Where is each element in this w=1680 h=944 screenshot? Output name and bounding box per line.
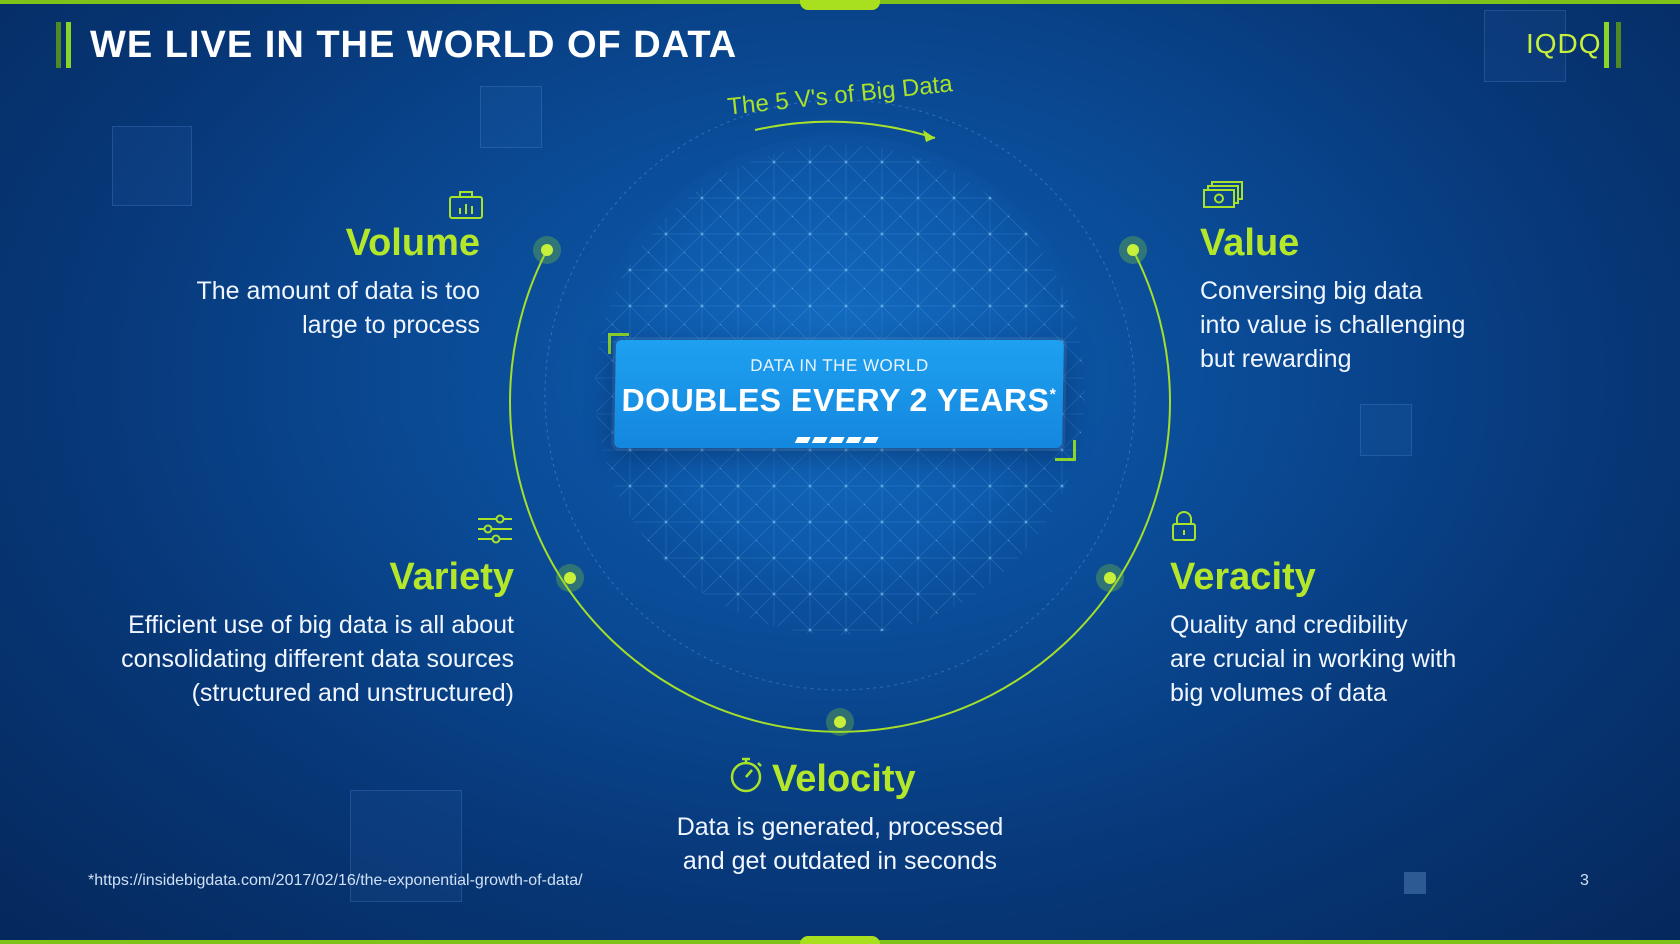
value-title: Value [1200, 222, 1300, 264]
value-description: Conversing big data into value is challe… [1200, 274, 1520, 376]
stopwatch-icon [730, 757, 762, 793]
arc-label-arrowhead [923, 130, 935, 142]
lock-icon [1172, 511, 1196, 541]
inner-ring [544, 99, 1136, 691]
title-accent-bars [56, 22, 76, 68]
decorative-square [1404, 872, 1426, 894]
variety-description: Efficient use of big data is all about c… [54, 608, 514, 710]
brand-logo: IQDQ [1526, 28, 1602, 59]
headline-banner: DATA IN THE WORLD DOUBLES EVERY 2 YEARS* [614, 340, 1064, 448]
page-number: 3 [1580, 872, 1589, 889]
banner-dashes [794, 430, 882, 443]
page-title: WE LIVE IN THE WORLD OF DATA [90, 24, 738, 66]
decorative-square [350, 790, 462, 902]
velocity-line-2: and get outdated in seconds [682, 847, 998, 875]
value-line-1: Conversing big data [1200, 277, 1423, 305]
decorative-square [1360, 404, 1412, 456]
veracity-line-2: are crucial in working with [1170, 645, 1457, 673]
velocity-line-1: Data is generated, processed [676, 813, 1004, 841]
arc-label-arrow [754, 120, 936, 139]
briefcase-chart-icon [449, 191, 483, 219]
variety-title: Variety [389, 556, 514, 598]
banner-corner-top-left [608, 333, 629, 354]
volume-description: The amount of data is too large to proce… [120, 274, 480, 342]
decorative-square [1484, 10, 1566, 82]
banner-headline: DOUBLES EVERY 2 YEARS* [615, 382, 1064, 419]
veracity-line-1: Quality and credibility [1170, 611, 1408, 639]
volume-line-2: large to process [302, 311, 480, 339]
bottom-accent-notch [800, 936, 880, 944]
orbit-nodes [533, 236, 1147, 736]
veracity-title: Veracity [1170, 556, 1316, 598]
volume-line-1: The amount of data is too [196, 277, 480, 305]
variety-line-2: consolidating different data sources [121, 645, 514, 673]
top-accent-notch [800, 0, 880, 10]
logo-accent-bars [1604, 22, 1634, 68]
money-stack-icon [1203, 181, 1243, 208]
velocity-description: Data is generated, processed and get out… [620, 810, 1060, 878]
value-line-2: into value is challenging [1200, 311, 1466, 339]
variety-line-3: (structured and unstructured) [191, 679, 514, 707]
sliders-icon [478, 514, 512, 544]
banner-headline-text: DOUBLES EVERY 2 YEARS [621, 382, 1050, 418]
source-footnote: *https://insidebigdata.com/2017/02/16/th… [88, 872, 583, 889]
value-line-3: but rewarding [1200, 345, 1352, 373]
veracity-line-3: big volumes of data [1170, 679, 1387, 707]
velocity-title: Velocity [772, 758, 916, 800]
banner-subtitle: DATA IN THE WORLD [750, 356, 929, 375]
variety-line-1: Efficient use of big data is all about [128, 611, 514, 639]
outer-orbit [509, 249, 1171, 733]
volume-title: Volume [345, 222, 480, 264]
veracity-description: Quality and credibility are crucial in w… [1170, 608, 1510, 710]
banner-footnote-marker: * [1049, 386, 1057, 404]
banner-corner-bottom-right [1055, 440, 1076, 461]
decorative-square [480, 86, 542, 148]
decorative-square [112, 126, 192, 206]
